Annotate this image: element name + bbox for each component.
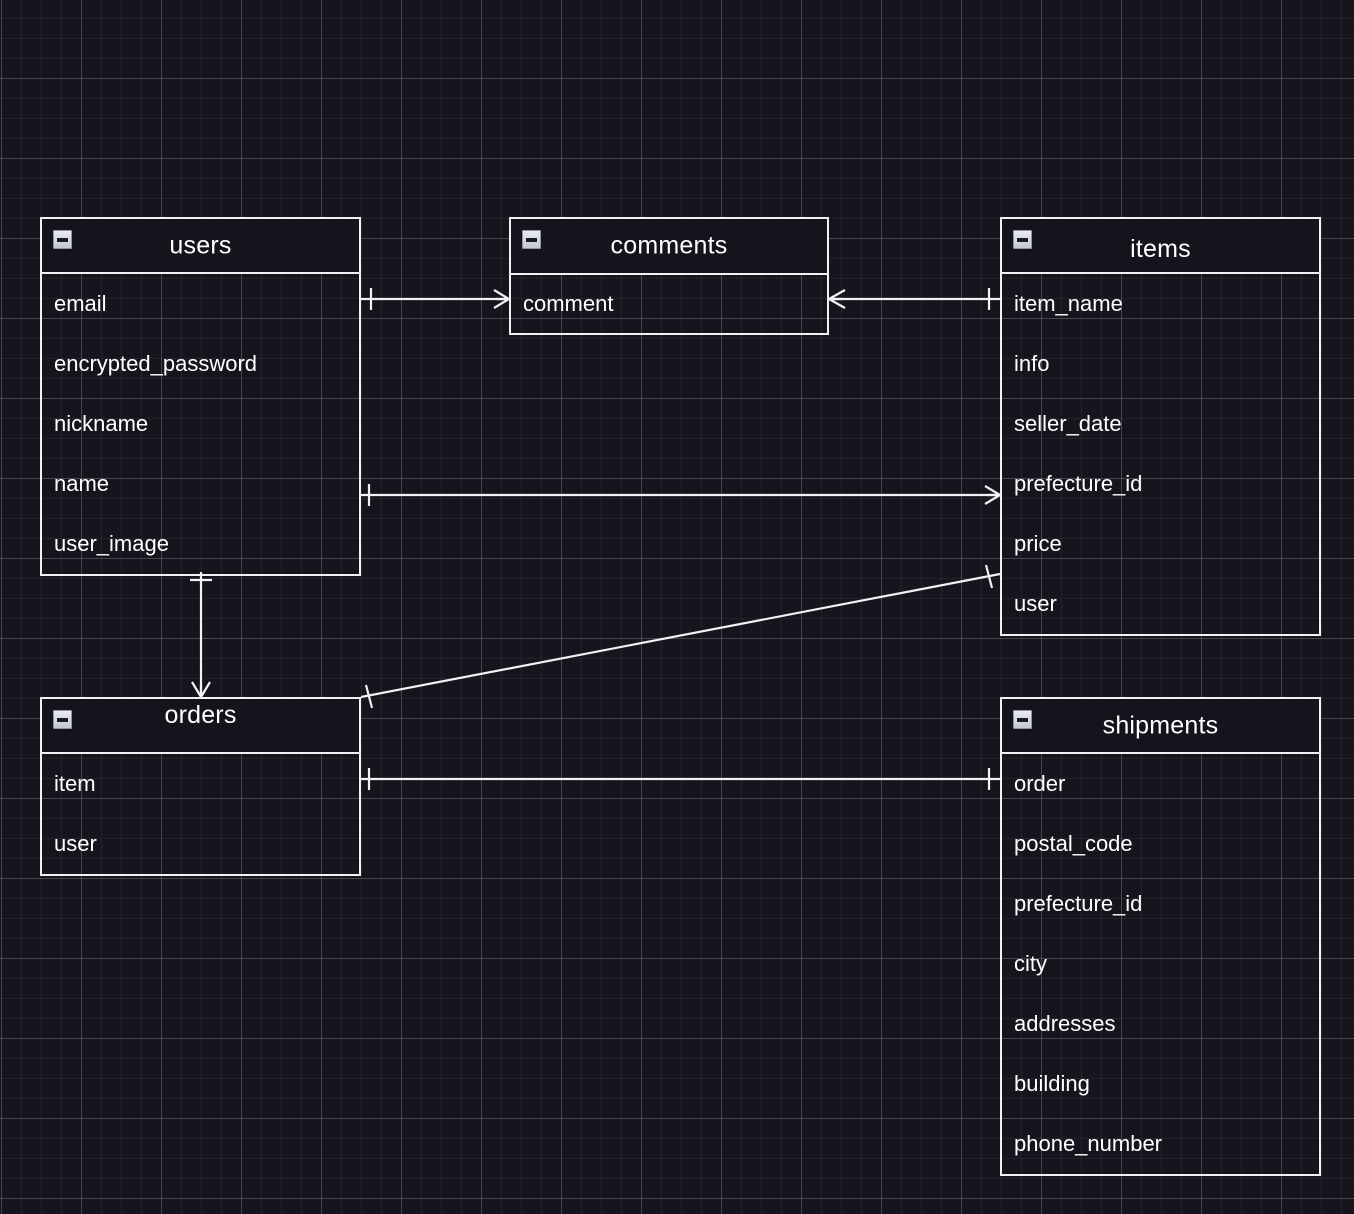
table-body-users: email encrypted_password nickname name u… bbox=[42, 274, 359, 574]
field-row[interactable]: email bbox=[54, 291, 107, 316]
entity-table-items[interactable]: items item_name info seller_date prefect… bbox=[1000, 217, 1321, 636]
field-row[interactable]: order bbox=[1014, 771, 1066, 796]
relationship-users-orders[interactable] bbox=[190, 572, 212, 698]
field-row[interactable]: info bbox=[1014, 351, 1050, 376]
field-row[interactable]: prefecture_id bbox=[1014, 891, 1143, 916]
field-row[interactable]: prefecture_id bbox=[1014, 471, 1143, 496]
field-row[interactable]: addresses bbox=[1014, 1011, 1116, 1036]
field-row[interactable]: encrypted_password bbox=[54, 351, 258, 376]
entity-table-comments[interactable]: comments comment bbox=[509, 217, 829, 335]
minus-icon[interactable] bbox=[522, 230, 541, 249]
entity-table-orders[interactable]: orders item user bbox=[40, 697, 361, 876]
field-row[interactable]: user bbox=[54, 831, 97, 856]
table-header-orders[interactable]: orders bbox=[42, 699, 359, 754]
relationship-users-comments[interactable] bbox=[361, 288, 510, 310]
table-title-comments: comments bbox=[610, 231, 728, 260]
relationship-comments-items[interactable] bbox=[828, 288, 1000, 310]
entity-table-shipments[interactable]: shipments order postal_code prefecture_i… bbox=[1000, 697, 1321, 1176]
table-header-shipments[interactable]: shipments bbox=[1002, 699, 1319, 754]
table-title-shipments: shipments bbox=[1102, 711, 1219, 739]
table-body-orders: item user bbox=[42, 754, 359, 874]
table-body-comments: comment bbox=[511, 275, 827, 333]
minus-icon[interactable] bbox=[53, 710, 72, 729]
field-row[interactable]: postal_code bbox=[1014, 831, 1133, 856]
table-title-items: items bbox=[1130, 235, 1191, 263]
field-row[interactable]: item_name bbox=[1014, 291, 1123, 316]
table-body-items: item_name info seller_date prefecture_id… bbox=[1002, 274, 1319, 634]
field-row[interactable]: city bbox=[1014, 951, 1047, 976]
field-row[interactable]: building bbox=[1014, 1071, 1090, 1096]
relationship-users-items[interactable] bbox=[361, 484, 1001, 506]
table-title-users: users bbox=[169, 231, 232, 259]
table-header-items[interactable]: items bbox=[1002, 219, 1319, 274]
field-row[interactable]: item bbox=[54, 771, 96, 796]
field-row[interactable]: comment bbox=[523, 291, 614, 316]
table-header-comments[interactable]: comments bbox=[511, 219, 827, 275]
field-row[interactable]: price bbox=[1014, 531, 1062, 556]
field-row[interactable]: user_image bbox=[54, 531, 169, 556]
relationship-orders-items[interactable] bbox=[360, 564, 1001, 709]
minus-icon[interactable] bbox=[53, 230, 72, 249]
table-header-users[interactable]: users bbox=[42, 219, 359, 274]
field-row[interactable]: phone_number bbox=[1014, 1131, 1163, 1156]
field-row[interactable]: name bbox=[54, 471, 110, 496]
relationship-orders-shipments[interactable] bbox=[361, 768, 1000, 790]
table-title-orders: orders bbox=[164, 701, 237, 729]
minus-icon[interactable] bbox=[1013, 710, 1032, 729]
entity-table-users[interactable]: users email encrypted_password nickname … bbox=[40, 217, 361, 576]
minus-icon[interactable] bbox=[1013, 230, 1032, 249]
field-row[interactable]: nickname bbox=[54, 411, 149, 436]
field-row[interactable]: seller_date bbox=[1014, 411, 1122, 436]
table-body-shipments: order postal_code prefecture_id city add… bbox=[1002, 754, 1319, 1174]
field-row[interactable]: user bbox=[1014, 591, 1057, 616]
